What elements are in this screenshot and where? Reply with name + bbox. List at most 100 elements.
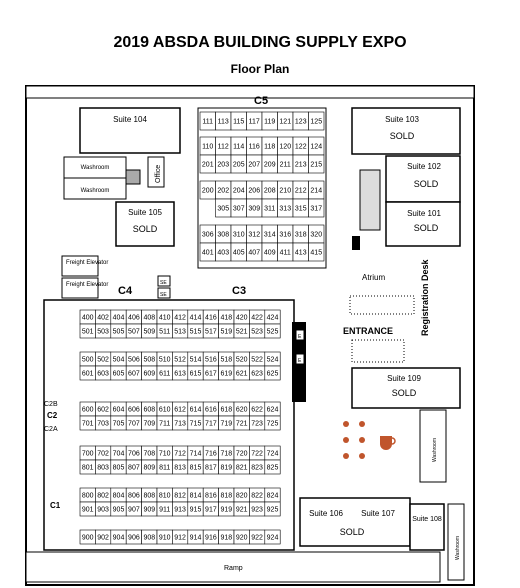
booth-label-725: 725 bbox=[267, 421, 279, 428]
booth-label-815: 815 bbox=[190, 465, 202, 472]
suite-105-label: Suite 105 bbox=[128, 208, 162, 217]
booth-label-520: 520 bbox=[236, 357, 248, 364]
booth-label-903: 903 bbox=[97, 507, 109, 514]
booth-label-809: 809 bbox=[143, 465, 155, 472]
escalator bbox=[359, 169, 381, 231]
page-subtitle: Floor Plan bbox=[230, 62, 290, 76]
booth-label-907: 907 bbox=[128, 507, 140, 514]
booth-label-524: 524 bbox=[267, 357, 279, 364]
suite-109[interactable] bbox=[351, 367, 461, 409]
booth-925[interactable] bbox=[264, 501, 281, 517]
lower-hall bbox=[43, 299, 295, 551]
booth-625[interactable] bbox=[264, 365, 281, 381]
booth-label-123: 123 bbox=[295, 119, 307, 126]
booth-label-804: 804 bbox=[113, 493, 125, 500]
freight-elevator-2[interactable] bbox=[61, 277, 99, 299]
booth-725[interactable] bbox=[264, 415, 281, 431]
booth-label-501: 501 bbox=[82, 329, 94, 336]
booth-label-412: 412 bbox=[174, 315, 186, 322]
booth-125[interactable] bbox=[308, 111, 325, 131]
booth-label-407: 407 bbox=[248, 250, 260, 257]
booth-label-802: 802 bbox=[97, 493, 109, 500]
booth-label-312: 312 bbox=[248, 232, 260, 239]
booth-415[interactable] bbox=[308, 242, 325, 262]
booth-label-416: 416 bbox=[205, 315, 217, 322]
booth-label-722: 722 bbox=[251, 451, 263, 458]
suite-103[interactable] bbox=[351, 107, 461, 155]
booth-label-908: 908 bbox=[143, 535, 155, 542]
booth-label-424: 424 bbox=[267, 315, 279, 322]
booth-label-601: 601 bbox=[82, 371, 94, 378]
booth-label-211: 211 bbox=[280, 162, 291, 169]
booth-label-812: 812 bbox=[174, 493, 186, 500]
booth-label-119: 119 bbox=[264, 119, 275, 126]
booth-924[interactable] bbox=[264, 529, 281, 545]
booth-label-808: 808 bbox=[143, 493, 155, 500]
booth-label-511: 511 bbox=[159, 329, 170, 336]
booth-label-124: 124 bbox=[310, 144, 322, 151]
suite-102-label: Suite 102 bbox=[407, 162, 441, 171]
booth-825[interactable] bbox=[264, 459, 281, 475]
booth-label-201: 201 bbox=[202, 162, 214, 169]
booth-label-818: 818 bbox=[220, 493, 232, 500]
booth-label-618: 618 bbox=[220, 407, 232, 414]
booth-317[interactable] bbox=[308, 198, 325, 218]
suite-108[interactable] bbox=[409, 503, 445, 551]
booth-label-704: 704 bbox=[113, 451, 125, 458]
booth-label-114: 114 bbox=[233, 144, 244, 151]
suite-105[interactable] bbox=[115, 201, 175, 247]
booth-label-525: 525 bbox=[267, 329, 279, 336]
suite-101[interactable] bbox=[385, 201, 461, 247]
freight-elevator-1[interactable] bbox=[61, 255, 99, 277]
booth-label-414: 414 bbox=[190, 315, 202, 322]
booth-label-702: 702 bbox=[97, 451, 109, 458]
booth-label-409: 409 bbox=[264, 250, 276, 257]
suite-106-107[interactable] bbox=[299, 497, 411, 547]
booth-label-710: 710 bbox=[159, 451, 171, 458]
booth-label-315: 315 bbox=[295, 206, 307, 213]
booth-label-605: 605 bbox=[113, 371, 125, 378]
booth-label-523: 523 bbox=[251, 329, 263, 336]
elevator-label-2: E bbox=[298, 358, 302, 364]
booth-label-917: 917 bbox=[205, 507, 217, 514]
booth-label-920: 920 bbox=[236, 535, 248, 542]
booth-label-522: 522 bbox=[251, 357, 263, 364]
suite-104-label: Suite 104 bbox=[113, 115, 147, 124]
booth-label-214: 214 bbox=[310, 188, 322, 195]
booth-label-113: 113 bbox=[218, 119, 229, 126]
booth-label-117: 117 bbox=[249, 119, 260, 126]
booth-label-210: 210 bbox=[279, 188, 291, 195]
booth-label-205: 205 bbox=[233, 162, 245, 169]
booth-label-115: 115 bbox=[233, 119, 244, 126]
office[interactable] bbox=[147, 156, 165, 188]
booth-label-613: 613 bbox=[174, 371, 186, 378]
booth-215[interactable] bbox=[308, 154, 325, 174]
booth-label-310: 310 bbox=[233, 232, 245, 239]
suite-104[interactable] bbox=[79, 107, 181, 154]
booth-525[interactable] bbox=[264, 323, 281, 339]
booth-label-125: 125 bbox=[310, 119, 322, 126]
suite-102-sold: SOLD bbox=[414, 179, 439, 189]
washroom-east-label: Washroom bbox=[432, 438, 438, 462]
booth-label-923: 923 bbox=[251, 507, 263, 514]
booth-label-611: 611 bbox=[159, 371, 170, 378]
ramp-label: Ramp bbox=[224, 565, 243, 572]
washroom-south[interactable] bbox=[447, 503, 465, 581]
booth-label-405: 405 bbox=[233, 250, 245, 257]
booth-label-111: 111 bbox=[202, 119, 213, 126]
registration-desk-label: Registration Desk bbox=[420, 258, 430, 336]
booth-label-206: 206 bbox=[248, 188, 260, 195]
booth-label-623: 623 bbox=[251, 371, 263, 378]
booth-label-306: 306 bbox=[202, 232, 214, 239]
booth-label-700: 700 bbox=[82, 451, 94, 458]
booth-label-517: 517 bbox=[205, 329, 217, 336]
ramp[interactable] bbox=[25, 551, 441, 583]
booth-label-314: 314 bbox=[264, 232, 276, 239]
booth-label-914: 914 bbox=[190, 535, 202, 542]
booth-label-402: 402 bbox=[97, 315, 109, 322]
booth-label-625: 625 bbox=[267, 371, 279, 378]
washroom-east[interactable] bbox=[419, 409, 447, 483]
booth-label-420: 420 bbox=[236, 315, 248, 322]
